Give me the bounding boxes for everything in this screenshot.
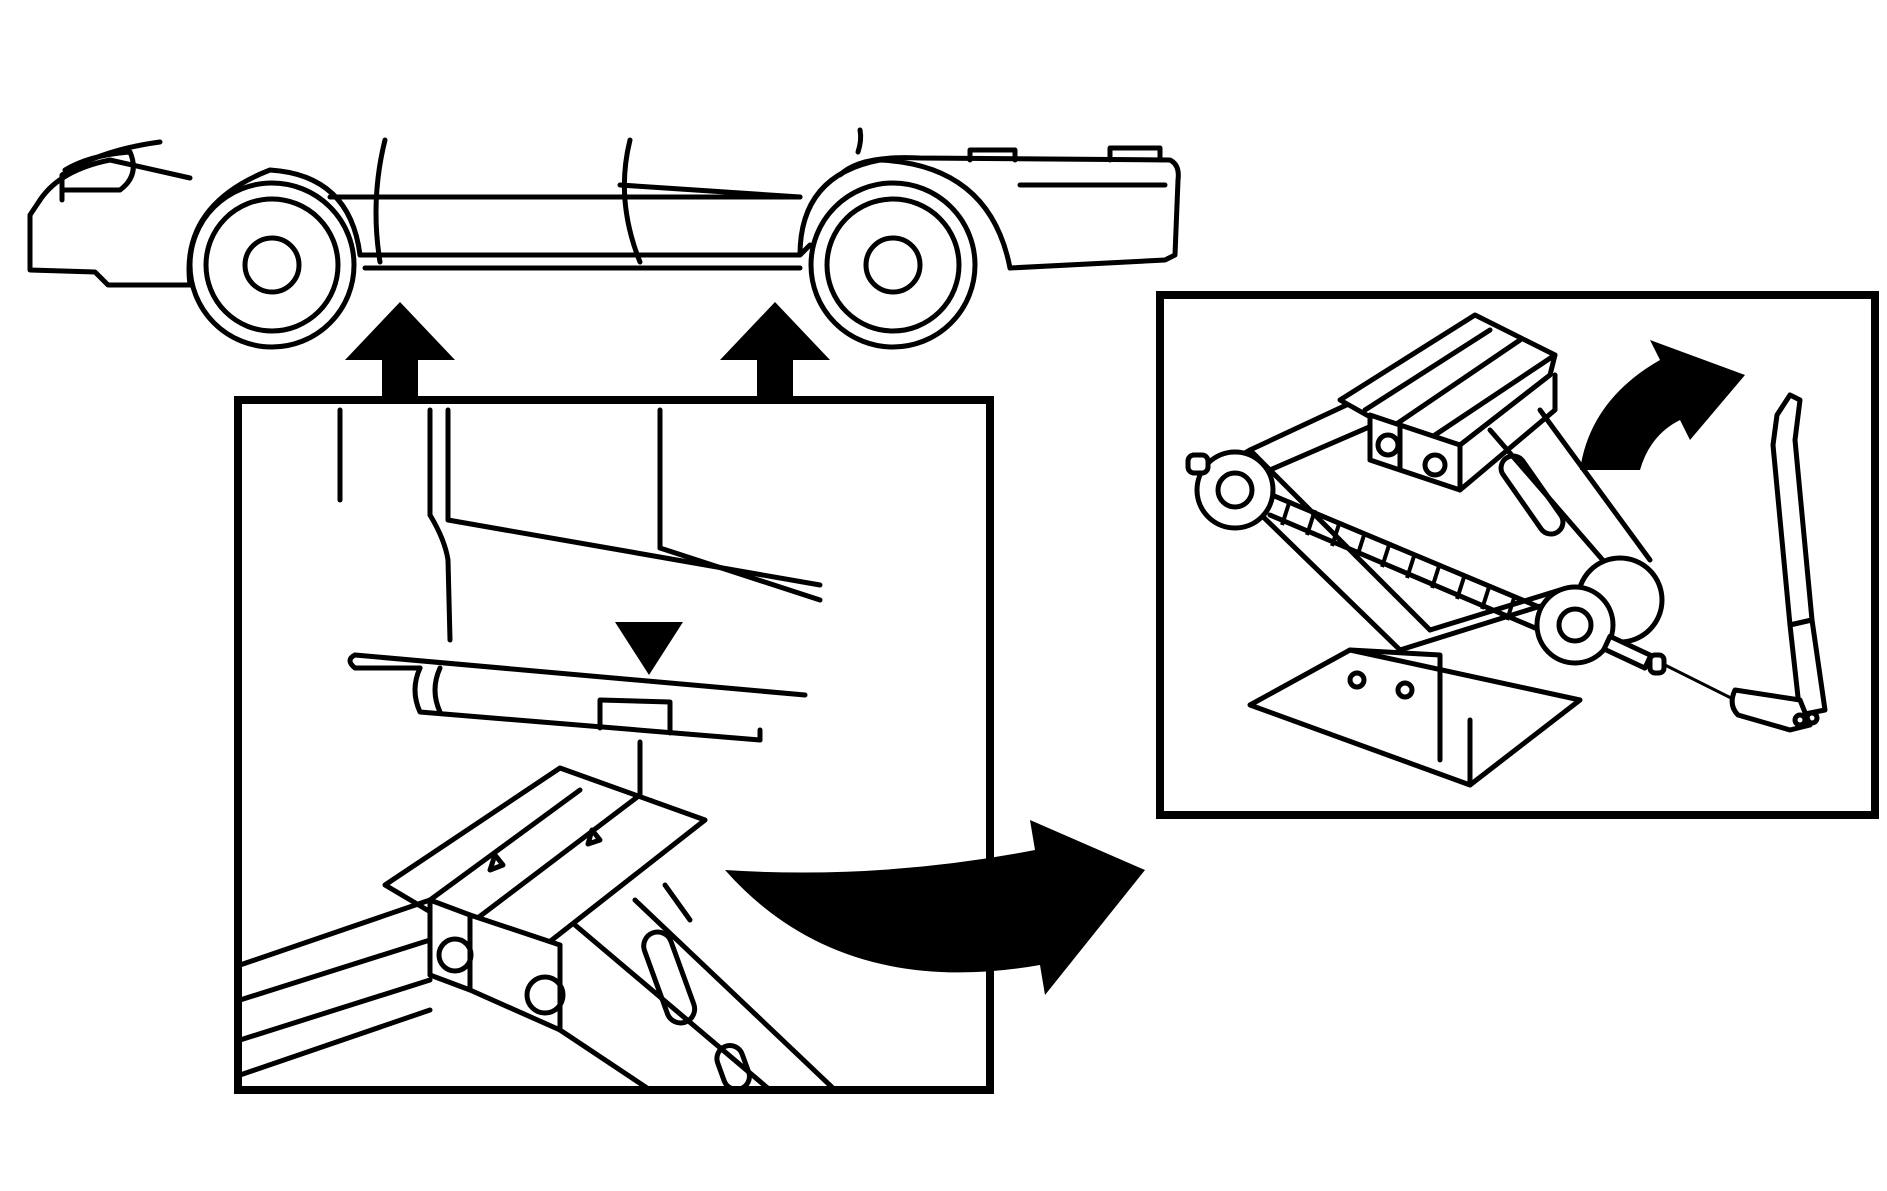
jack-crank-handle	[1729, 392, 1828, 733]
car-side-outline	[27, 127, 1181, 350]
rotation-arrow	[725, 820, 1145, 995]
jack-point-arrow	[345, 302, 830, 400]
scissor-jack	[1156, 291, 1879, 819]
jack-head-detail	[234, 396, 994, 1094]
